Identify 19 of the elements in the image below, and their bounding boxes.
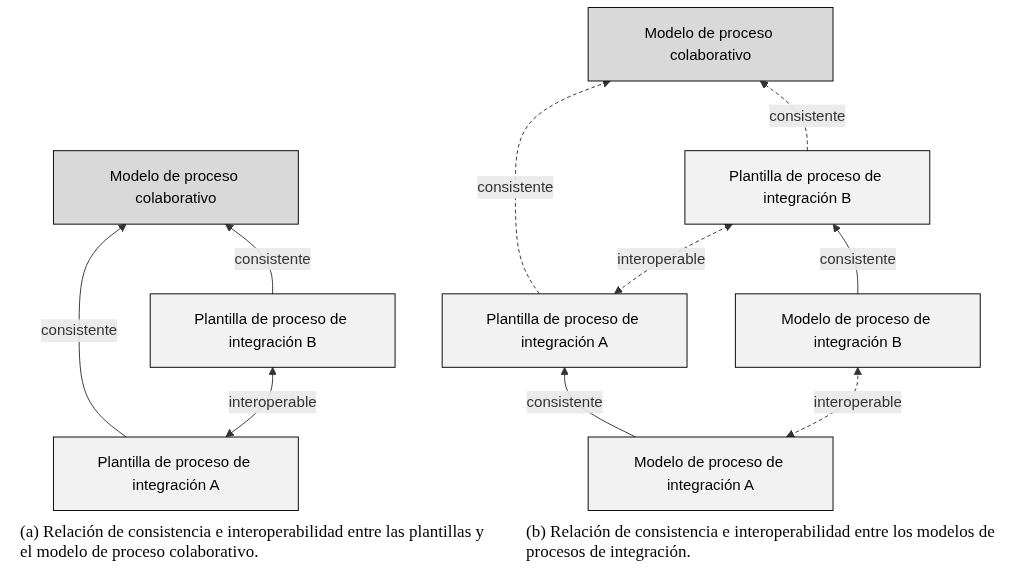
figure-caption: (a) Relación de consistencia e interoperabilidad entre las plantillas y el modelo de proceso colaborativo. <box>20 522 485 562</box>
edge-label: consistente <box>41 322 118 339</box>
node-box: Modelo de proceso colaborativo <box>588 7 834 82</box>
node-box: Modelo de proceso colaborativo <box>53 150 300 225</box>
node-box: Plantilla de proceso de integración A <box>53 436 300 511</box>
node-box: Plantilla de proceso de integración B <box>684 150 931 225</box>
edge-label: consistente <box>769 107 846 124</box>
node-box: Modelo de proceso de integración A <box>588 436 834 511</box>
edge-label: consistente <box>526 393 604 410</box>
edge-label: interoperable <box>229 393 317 410</box>
edge-label: consistente <box>234 250 312 267</box>
figure-caption: (b) Relación de consistencia e interoperabilidad entre los modelos de procesos de integración. <box>526 522 996 562</box>
edge-label: consistente <box>820 250 897 267</box>
node-box: Plantilla de proceso de integración A <box>442 293 688 368</box>
edge-label: interoperable <box>617 250 706 267</box>
node-box: Modelo de proceso de integración B <box>735 293 982 368</box>
edge-label: interoperable <box>814 393 903 410</box>
edge-label: consistente <box>477 178 554 195</box>
node-box: Plantilla de proceso de integración B <box>150 293 396 368</box>
